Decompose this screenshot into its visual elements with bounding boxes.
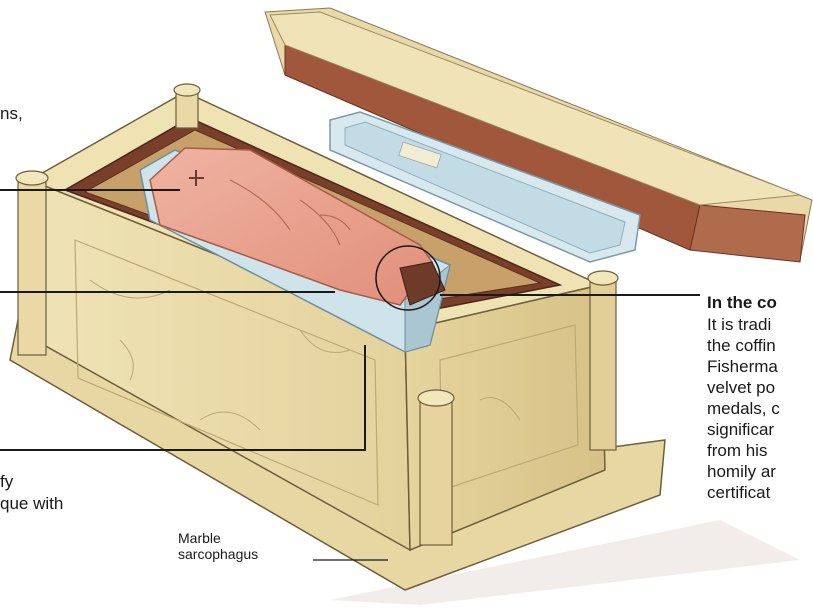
annotation-body-line: homily ar bbox=[707, 461, 780, 482]
annotation-body-line: significar bbox=[707, 419, 780, 440]
annotation-body-line: certificat bbox=[707, 482, 780, 503]
annotation-fragment-top-left: ns, bbox=[0, 103, 23, 124]
marble-sarcophagus-label-2: sarcophagus bbox=[178, 546, 258, 562]
marble-sarcophagus-label-1: Marble bbox=[178, 530, 221, 546]
annotation-body-line: medals, c bbox=[707, 398, 780, 419]
annotation-body-line: It is tradi bbox=[707, 314, 780, 335]
annotation-fragment-bottom-left-2: que with bbox=[0, 493, 63, 514]
annotation-fragment-bottom-left-1: fy bbox=[0, 471, 13, 492]
annotation-body-line: Fisherma bbox=[707, 356, 780, 377]
annotation-body-line: from his bbox=[707, 440, 780, 461]
annotation-body-line: the coffin bbox=[707, 335, 780, 356]
annotation-title-in-the-coffin: In the co bbox=[707, 292, 777, 313]
annotation-body-line: velvet po bbox=[707, 377, 780, 398]
annotation-body-right: It is tradi the coffin Fisherma velvet p… bbox=[707, 314, 780, 503]
